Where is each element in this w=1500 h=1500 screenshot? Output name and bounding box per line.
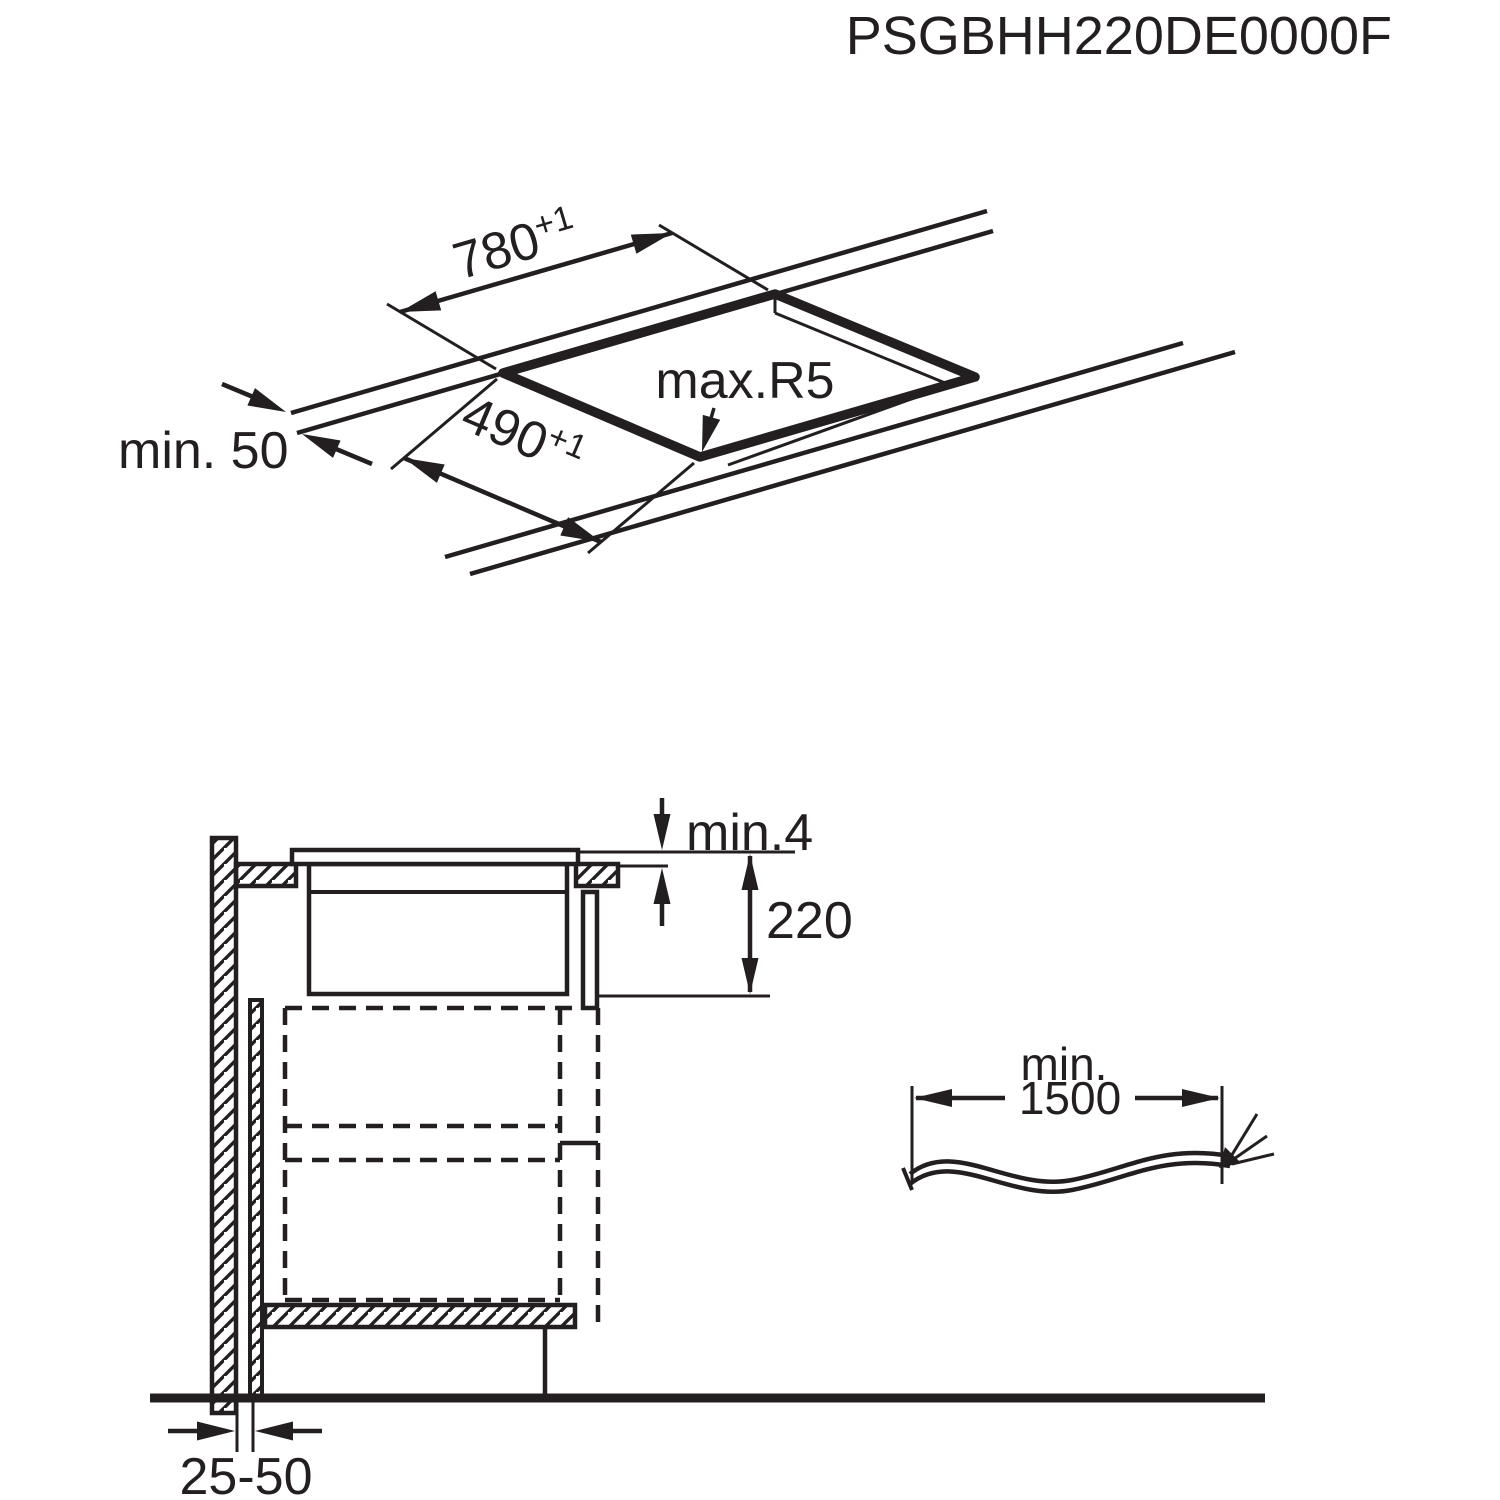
- wall-section: [209, 835, 239, 1416]
- cabinet-side-panel: [580, 889, 600, 1011]
- dimension-1500: min. 1500: [910, 1038, 1224, 1184]
- dimension-220: 220: [597, 854, 853, 998]
- cabinet-outline-dashed: [282, 1005, 601, 1323]
- cabinet-back-panel: [248, 998, 264, 1398]
- side-section-view: min.4 220 25-50: [150, 798, 1265, 1500]
- wall-distance-range-label: 25-50: [180, 1448, 313, 1500]
- cutout-outline: [498, 289, 980, 467]
- corner-radius-callout: max.R5: [655, 352, 835, 452]
- min-edge-distance-label: min. 50: [118, 422, 289, 480]
- corner-radius-label: max.R5: [655, 352, 834, 410]
- cabinet-bottom-panel: [262, 1302, 578, 1330]
- dimension-min-50: min. 50: [118, 381, 373, 480]
- cable-min-label: min.: [1021, 1038, 1108, 1090]
- hob-body: [306, 861, 570, 997]
- cable-length-label: 1500: [1019, 1072, 1121, 1124]
- min-top-clearance-label: min.4: [686, 804, 813, 862]
- cable-strip-mark: [1219, 1147, 1241, 1168]
- worktop-section: [233, 861, 621, 889]
- cable-diagram: min. 1500: [901, 1038, 1275, 1194]
- top-view-drawing: 780+1 490+1 max.R5 min. 50: [118, 198, 1236, 577]
- built-in-depth-label: 220: [766, 892, 853, 950]
- power-cable: [901, 1113, 1275, 1194]
- dimension-min4: min.4: [578, 798, 813, 926]
- product-code-label: PSGBHH220DE0000F: [846, 6, 1392, 66]
- dimension-25-50: 25-50: [168, 1398, 322, 1500]
- hob-glass: [289, 847, 581, 867]
